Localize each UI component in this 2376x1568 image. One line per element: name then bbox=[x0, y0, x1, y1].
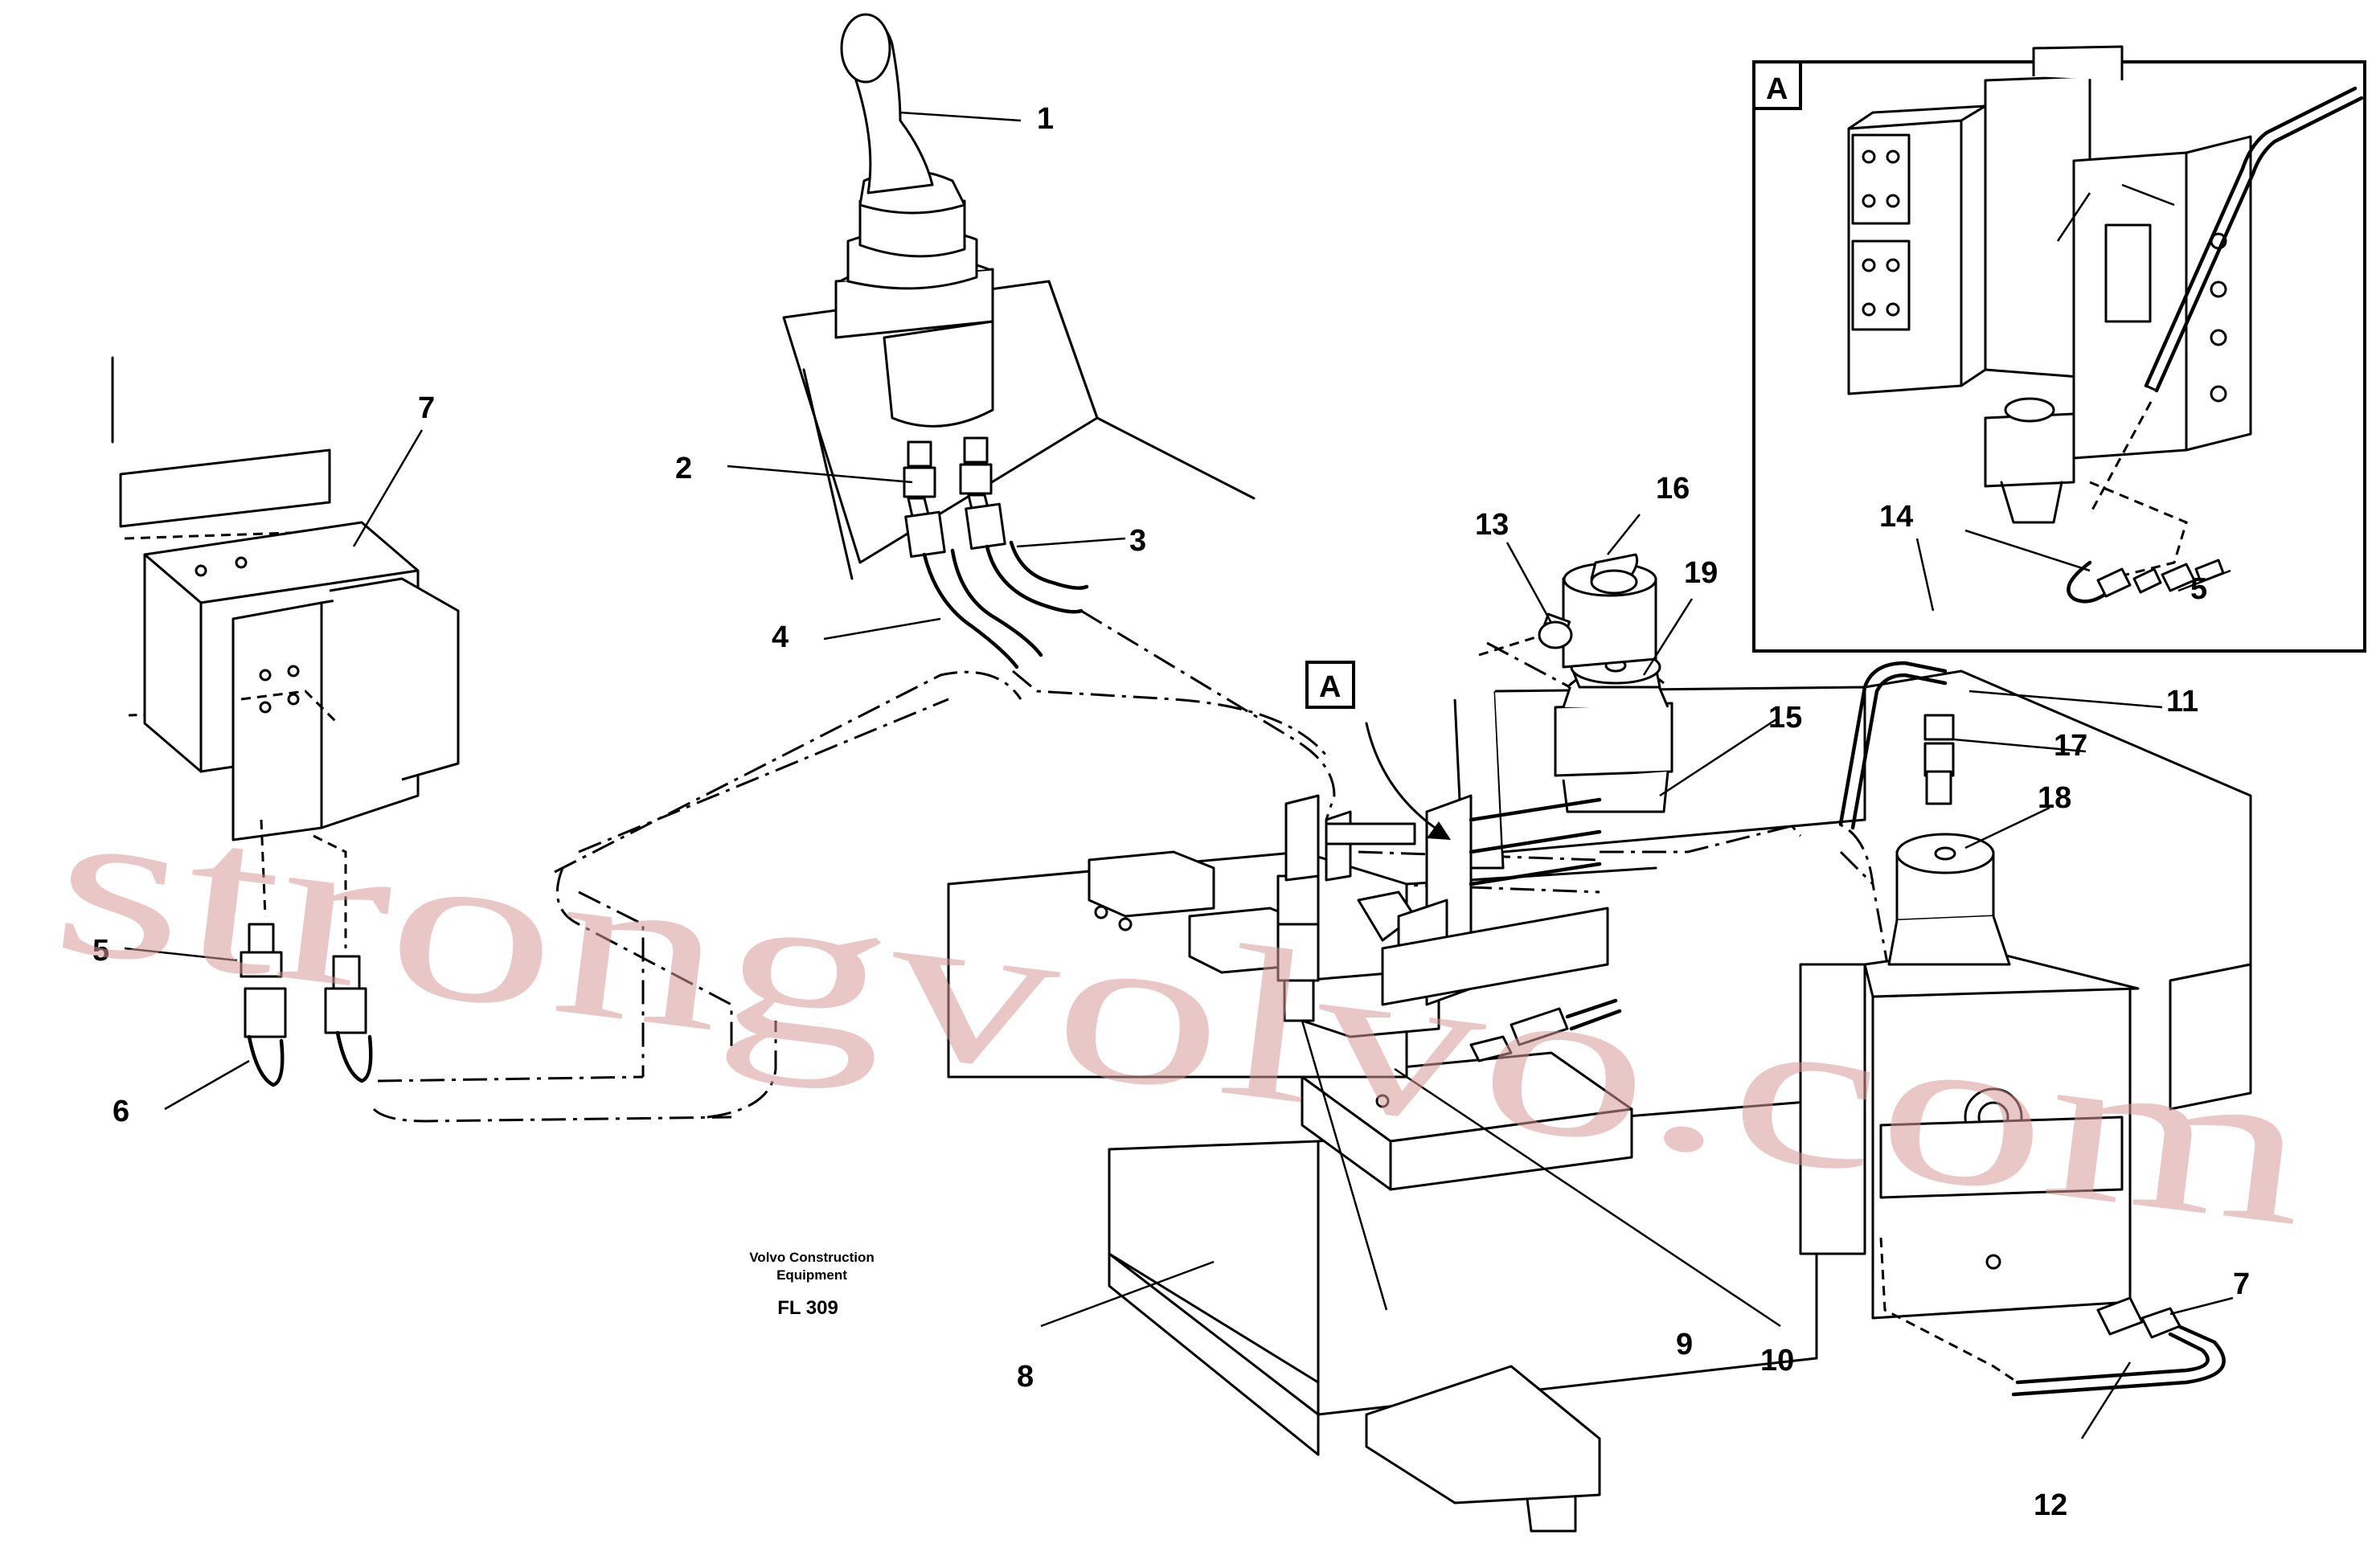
callout-8: 8 bbox=[1017, 1360, 1034, 1394]
view-marker-a: A bbox=[1305, 661, 1451, 840]
caption-line1: Volvo Construction bbox=[749, 1250, 875, 1265]
callout-11: 11 bbox=[2166, 685, 2198, 718]
hose-3 bbox=[985, 544, 1084, 614]
callout-16: 16 bbox=[1656, 472, 1690, 506]
callout-5: 5 bbox=[92, 934, 109, 968]
caption: Volvo Construction Equipment FL 309 bbox=[749, 1250, 875, 1319]
valve-15 bbox=[1325, 794, 1609, 1006]
callout-3: 3 bbox=[1129, 524, 1146, 558]
callout-7-right: 7 bbox=[2233, 1267, 2250, 1301]
callout-1: 1 bbox=[1037, 102, 1054, 136]
callout-12: 12 bbox=[2034, 1488, 2067, 1522]
callout-18: 18 bbox=[2038, 781, 2071, 815]
callout-17: 17 bbox=[2054, 729, 2087, 763]
solenoid-19 bbox=[1538, 553, 1673, 813]
hose-6-assembly bbox=[240, 819, 373, 1087]
joystick-assembly bbox=[782, 13, 1256, 580]
caption-code: FL 309 bbox=[777, 1297, 838, 1319]
callout-9: 9 bbox=[1676, 1328, 1693, 1361]
main-valve-8 bbox=[947, 669, 2252, 1533]
view-marker-label: A bbox=[1319, 670, 1341, 704]
solenoid-18 bbox=[1838, 661, 2226, 1397]
callout-6: 6 bbox=[113, 1095, 129, 1128]
callout-19: 19 bbox=[1684, 556, 1718, 590]
callout-15: 15 bbox=[1768, 701, 1802, 735]
valve-block-7 bbox=[111, 356, 460, 841]
caption-line2: Equipment bbox=[776, 1267, 847, 1283]
callout-7: 7 bbox=[418, 391, 435, 425]
callout-5-detail: 5 bbox=[2190, 572, 2207, 606]
hose-4 bbox=[922, 552, 1019, 669]
callout-14: 14 bbox=[1879, 500, 1913, 534]
detail-view-a: A bbox=[1752, 45, 2366, 653]
callouts: 1 2 3 4 5 6 7 8 9 10 11 12 13 14 15 16 1… bbox=[92, 102, 2250, 1522]
callout-4: 4 bbox=[772, 620, 789, 654]
leader-lines bbox=[124, 111, 2234, 1439]
callout-2: 2 bbox=[675, 452, 692, 485]
pilot-lines bbox=[372, 609, 1891, 1123]
callout-13: 13 bbox=[1475, 508, 1509, 542]
detail-view-label: A bbox=[1766, 72, 1788, 106]
callout-10: 10 bbox=[1760, 1344, 1794, 1378]
